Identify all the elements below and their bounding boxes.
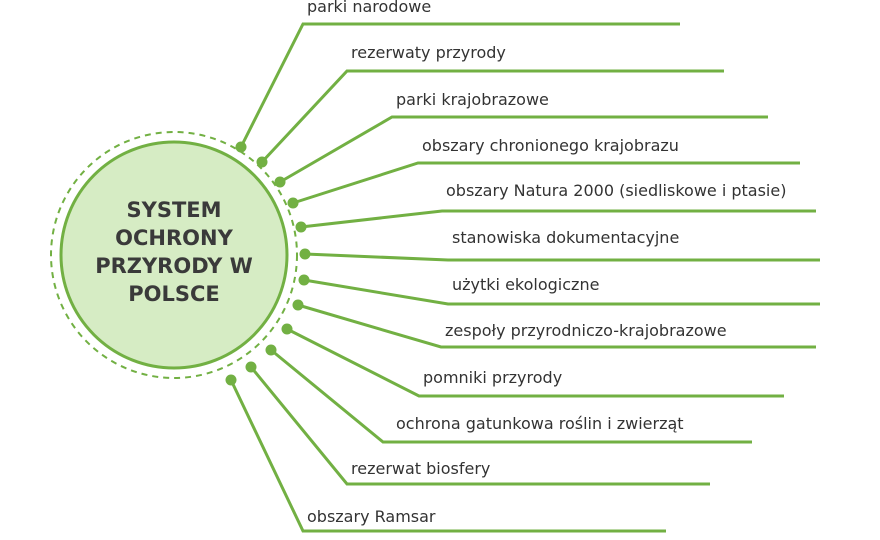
branch-label: parki krajobrazowe [396, 90, 549, 109]
outer-dashed-ring [50, 131, 298, 379]
connector-dot [287, 197, 299, 209]
connector-dot [295, 221, 307, 233]
center-title-line: PRZYRODY W [95, 254, 253, 278]
connector-line [292, 161, 800, 205]
branch-label: obszary chronionego krajobrazu [422, 136, 679, 155]
branch-label: pomniki przyrody [423, 368, 563, 387]
center-title-line: SYSTEM [126, 198, 222, 222]
connector-dot [235, 141, 247, 153]
center-title-line: OCHRONY [115, 226, 233, 250]
branch-label: parki narodowe [307, 0, 432, 16]
connector-dot [256, 156, 268, 168]
branch-label: obszary Ramsar [307, 507, 436, 526]
connector-line [270, 348, 752, 444]
branch-label: stanowiska dokumentacyjne [452, 228, 680, 247]
branch-label: zespoły przyrodniczo-krajobrazowe [445, 321, 727, 340]
connector-dot [225, 374, 237, 386]
connector-line [297, 303, 816, 349]
branch-label: obszary Natura 2000 (siedliskowe i ptasi… [446, 181, 787, 200]
connector-line [260, 69, 724, 164]
connector-line [239, 22, 680, 148]
connector-dot [245, 361, 257, 373]
connector-dot [274, 176, 286, 188]
connector-dot [298, 274, 310, 286]
center-title-line: POLSCE [128, 282, 220, 306]
branch-label: rezerwat biosfery [351, 459, 491, 478]
branch-label: ochrona gatunkowa roślin i zwierząt [396, 414, 684, 433]
connector-dot [265, 344, 277, 356]
center-title: SYSTEM OCHRONY PRZYRODY W POLSCE [64, 190, 284, 314]
connector-line [279, 115, 768, 184]
connector-line [304, 252, 820, 262]
connector-line [286, 327, 784, 398]
branch-label: rezerwaty przyrody [351, 43, 506, 62]
connectors-group [225, 22, 820, 533]
connector-dot [299, 248, 311, 260]
branch-label: użytki ekologiczne [452, 275, 600, 294]
connector-line [229, 379, 666, 533]
connector-line [300, 209, 816, 229]
connector-line [303, 278, 820, 306]
connector-dot [281, 323, 293, 335]
central-circle [59, 140, 289, 370]
connector-dot [292, 299, 304, 311]
connector-line [249, 366, 710, 486]
